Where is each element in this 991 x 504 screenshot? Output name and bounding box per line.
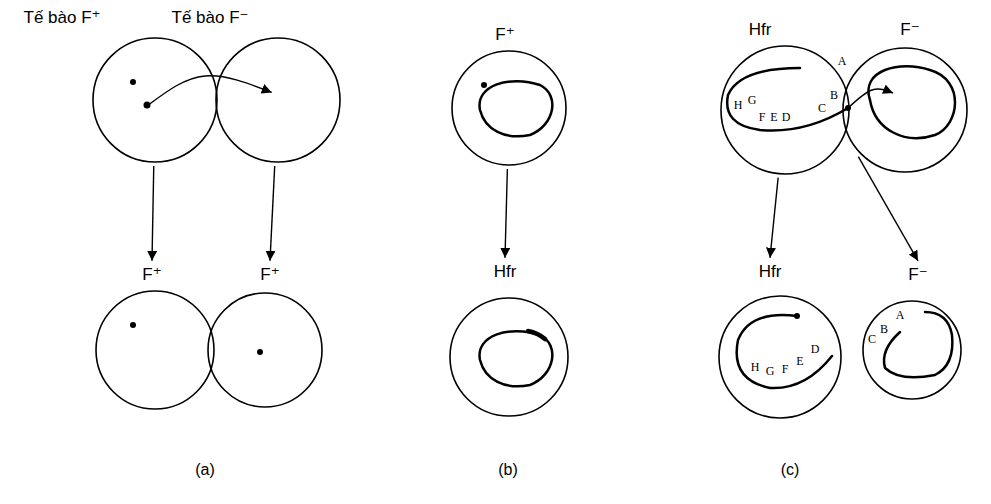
gene-marker: H: [751, 361, 760, 374]
gene-marker: F: [782, 363, 789, 376]
plasmid-dot: [144, 102, 151, 109]
chromosome: [480, 81, 553, 136]
chromosome: [868, 66, 955, 138]
gene-marker: F: [759, 111, 766, 124]
cell-label: Tế bào F⁺: [24, 8, 101, 28]
plasmid-dot: [130, 322, 136, 328]
plasmid-dot: [130, 79, 136, 85]
cell-outline: [215, 37, 341, 163]
cell-outline: [92, 37, 218, 163]
gene-marker: D: [782, 111, 791, 124]
cell-label: Hfr: [494, 262, 517, 282]
panel-label: (a): [195, 461, 215, 479]
cell-label: F⁻: [900, 20, 919, 40]
integrated-plasmid: [528, 331, 545, 339]
gene-marker: C: [818, 102, 826, 115]
chromosome: [737, 315, 832, 388]
chromosome: [727, 68, 848, 131]
cell-label: F⁺: [495, 25, 514, 45]
panel-label: (b): [498, 461, 518, 479]
gene-marker: E: [796, 355, 803, 368]
cell-membrane: [216, 38, 340, 162]
cell-membrane: [452, 51, 566, 165]
plasmid-dots: [130, 79, 851, 355]
cell-membrane: [721, 46, 849, 174]
cell-label: F⁺: [260, 265, 279, 285]
gene-marker: C: [868, 333, 876, 346]
gene-marker: G: [748, 94, 757, 107]
cell-circle: F⁺: [95, 290, 215, 410]
result-arrow: [270, 166, 275, 261]
panel-label: (c): [781, 461, 800, 479]
gene-marker: A: [838, 55, 847, 68]
plasmid-dot: [257, 349, 263, 355]
cell-membrane: [450, 298, 568, 416]
result-arrow: [152, 166, 154, 261]
cell-outline: [449, 297, 569, 417]
transfer-arrow: [150, 76, 272, 104]
cell-membrane: [719, 296, 841, 418]
cell-label: Tế bào F⁻: [172, 8, 249, 28]
result-arrow: [770, 178, 778, 258]
cell-outline: [451, 50, 567, 166]
result-arrow: [505, 169, 507, 258]
gene-marker: B: [880, 323, 888, 336]
gene-marker: A: [896, 309, 905, 322]
cell-membrane: [96, 291, 214, 409]
cell-circle: Tế bào F⁺: [92, 37, 218, 163]
chromosome: [884, 312, 952, 377]
transfer-arrow: [848, 89, 893, 108]
cell-label: Hfr: [749, 20, 772, 40]
cell-label: F⁻: [908, 265, 927, 285]
cell-circle: F⁺: [451, 50, 567, 166]
cell-outline: [718, 295, 842, 419]
gene-marker: G: [766, 365, 775, 378]
cell-circle: F⁻: [862, 300, 962, 400]
gene-marker: H: [734, 99, 743, 112]
gene-marker: B: [830, 89, 838, 102]
cell-outline: [95, 290, 215, 410]
cell-membrane: [208, 293, 322, 407]
cell-circle: F⁺: [207, 292, 323, 408]
cell-membrane: [863, 301, 961, 399]
cell-label: Hfr: [759, 262, 782, 282]
gene-marker: E: [770, 111, 777, 124]
cell-circle: Hfr: [449, 297, 569, 417]
cell-outline: [207, 292, 323, 408]
cell-circle: F⁻: [842, 47, 968, 173]
cell-outline: [842, 47, 968, 173]
cell-circle: Tế bào F⁻: [215, 37, 341, 163]
cell-label: F⁺: [142, 265, 161, 285]
chromosome: [480, 331, 553, 386]
cell-outline: [862, 300, 962, 400]
chromosomes: [480, 66, 955, 388]
cell-circle: Hfr: [718, 295, 842, 419]
cell-membrane: [93, 38, 217, 162]
plasmid-dot: [481, 82, 487, 88]
cell-membrane: [843, 48, 967, 172]
gene-marker: D: [811, 343, 820, 356]
